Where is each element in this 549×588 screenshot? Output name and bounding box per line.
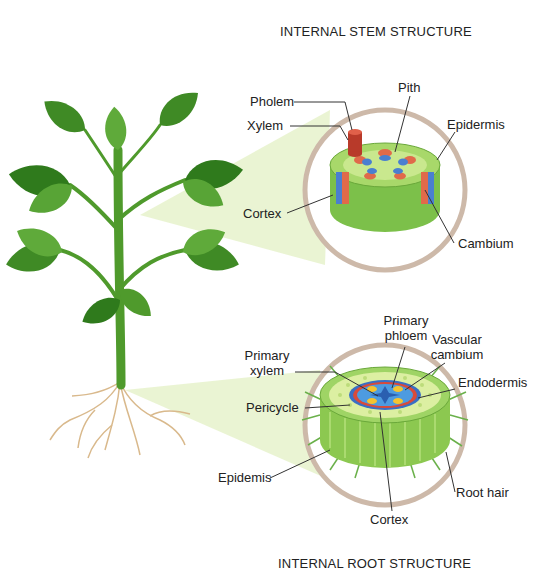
part-label: Epidemis [218, 470, 271, 485]
part-label: Cambium [458, 236, 514, 251]
zoom-circle [305, 345, 465, 505]
plant-stem [60, 125, 185, 385]
part-label: Primary phloem [378, 313, 434, 343]
part-label: Cortex [370, 512, 408, 527]
stem-cross-section [330, 129, 440, 232]
part-label: Cortex [243, 206, 281, 221]
part-label: Endodermis [458, 375, 527, 390]
zoom-circle [305, 110, 465, 270]
part-label: Epidermis [447, 117, 505, 132]
part-label: Pholem [250, 94, 294, 109]
part-label: Vascular cambium [420, 332, 494, 362]
root-cross-section [302, 366, 468, 478]
figure-heading: INTERNAL ROOT STRUCTURE [278, 556, 471, 571]
leader-lines [270, 96, 455, 511]
part-label: Xylem [247, 118, 283, 133]
part-label: Pericycle [246, 400, 299, 415]
figure-heading: INTERNAL STEM STRUCTURE [280, 24, 472, 39]
part-label: Pith [398, 80, 420, 95]
part-label: Primary xylem [238, 348, 296, 378]
plant-roots [50, 382, 190, 458]
plant-leaves [3, 83, 246, 331]
zoom-cone [125, 370, 330, 480]
part-label: Root hair [456, 485, 509, 500]
